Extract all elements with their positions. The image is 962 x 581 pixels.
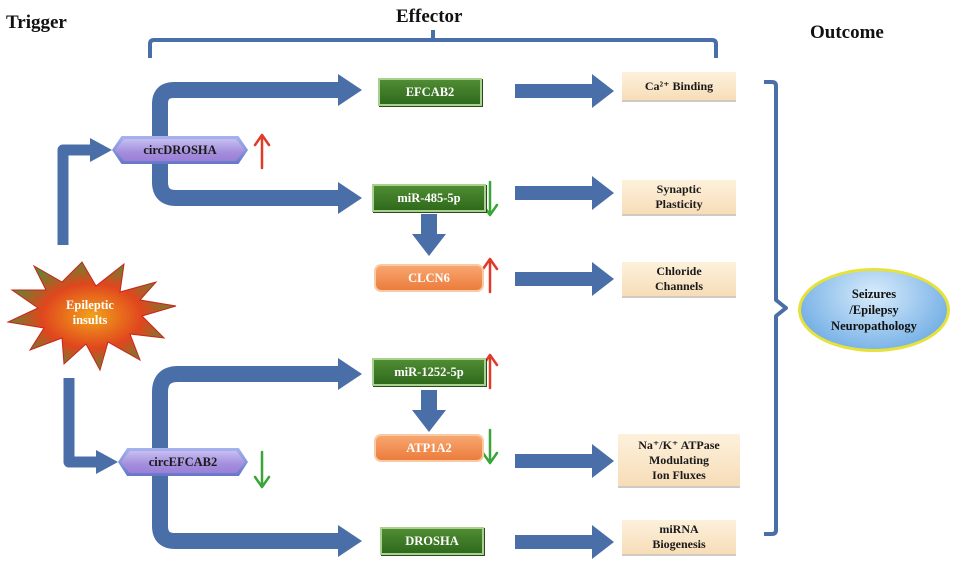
arrow-mir485-to-synaptic [515,176,614,210]
arrow-circdrosha-to-efcab2 [152,82,340,138]
atpase-outcome: Na⁺/K⁺ ATPase Modulating Ion Fluxes [618,434,740,488]
circdrosha-label: circDROSHA [143,142,217,157]
arrow-drosha-to-mirna [515,525,614,559]
synaptic-plasticity-outcome: Synaptic Plasticity [622,180,736,216]
trigger-header: Trigger [6,12,67,33]
circefcab2-node: circEFCAB2 [118,448,248,476]
epileptic-insults-starburst [6,261,177,372]
effector-header: Effector [396,6,463,27]
clcn6-node: CLCN6 [374,264,484,292]
mirna-biogenesis-outcome: miRNA Biogenesis [622,520,736,556]
arrow-circefcab2-to-drosha [152,476,340,549]
arrow-atp1a2-to-atpase [515,444,614,478]
circdrosha-node: circDROSHA [112,136,248,164]
arrow-circdrosha-to-mir485 [152,164,340,206]
outcome-header: Outcome [810,22,884,43]
down-arrow-circefcab2-icon [253,450,271,489]
atp1a2-node: ATP1A2 [374,434,484,462]
circefcab2-label: circEFCAB2 [148,454,218,469]
arrow-insult-to-circdrosha [57,144,92,245]
ca-binding-outcome: Ca²⁺ Binding [622,72,736,102]
up-arrow-clcn6-icon [481,257,499,294]
efcab2-node: EFCAB2 [378,78,482,106]
seizures-epilepsy-outcome: Seizures /Epilepsy Neuropathology [798,268,950,352]
arrow-efcab2-to-ca [515,74,614,108]
arrow-circefcab2-to-mir1252 [152,366,340,448]
arrow-clcn6-to-chloride [515,262,614,296]
up-arrow-circdrosha-icon [253,133,271,170]
drosha-node: DROSHA [380,527,484,555]
arrow-insult-to-circefcab2 [63,378,98,468]
arrow-mir485-to-clcn6 [412,214,446,256]
arrow-mir1252-to-atp1a2 [412,390,446,432]
epileptic-insults-label: Epileptic insults [66,298,114,327]
chloride-channels-outcome: Chloride Channels [622,262,736,298]
mir1252-node: miR-1252-5p [372,358,486,386]
effector-bracket [148,30,718,58]
down-arrow-atp1a2-icon [481,428,499,465]
outcome-bracket [764,80,788,536]
mir485-node: miR-485-5p [372,184,486,212]
